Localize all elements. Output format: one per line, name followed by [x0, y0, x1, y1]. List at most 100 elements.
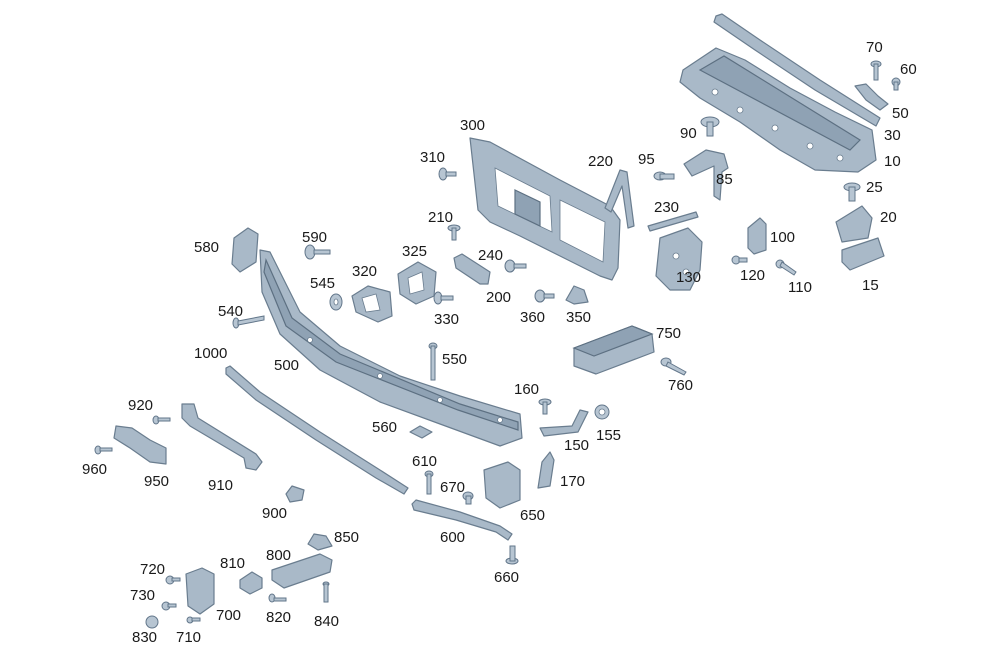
bolt-part-840 [322, 581, 330, 603]
callout-120: 120 [740, 267, 765, 284]
callout-130: 130 [676, 269, 701, 286]
callout-90: 90 [680, 125, 697, 142]
clip-part-560 [409, 425, 433, 439]
callout-545: 545 [310, 275, 335, 292]
callout-750: 750 [656, 325, 681, 342]
bolt-part-60 [891, 77, 901, 91]
callout-85: 85 [716, 171, 733, 188]
callout-580: 580 [194, 239, 219, 256]
callout-1000: 1000 [194, 345, 227, 362]
callout-50: 50 [892, 105, 909, 122]
callout-800: 800 [266, 547, 291, 564]
bolt-part-330 [433, 291, 454, 305]
bolt-part-550 [428, 342, 438, 381]
callout-155: 155 [596, 427, 621, 444]
bolt-part-730 [161, 601, 177, 611]
callout-110: 110 [788, 279, 812, 296]
bolt-part-920 [152, 415, 171, 425]
callout-230: 230 [654, 199, 679, 216]
bolt-part-95 [653, 171, 675, 181]
bolt-part-820 [268, 593, 287, 603]
bolt-part-610 [424, 470, 434, 495]
callout-670: 670 [440, 479, 465, 496]
callout-210: 210 [428, 209, 453, 226]
callout-850: 850 [334, 529, 359, 546]
callout-360: 360 [520, 309, 545, 326]
clip-part-850 [307, 533, 333, 551]
bolt-part-360 [534, 289, 555, 303]
bolt-part-540 [232, 315, 265, 329]
bracket-part-20 [835, 205, 873, 243]
bolt-part-90 [700, 116, 720, 137]
nut-part-830 [145, 615, 159, 629]
callout-30: 30 [884, 127, 901, 144]
callout-730: 730 [130, 587, 155, 604]
clip-part-50 [854, 83, 889, 111]
bracket-part-100 [747, 217, 767, 255]
callout-60: 60 [900, 61, 917, 78]
rail-part-800 [271, 553, 333, 589]
callout-25: 25 [866, 179, 883, 196]
radiator-support-part-300 [469, 137, 621, 281]
bracket-part-170 [537, 451, 555, 489]
bolt-part-760 [660, 357, 687, 376]
strut-part-230 [647, 211, 699, 232]
callout-15: 15 [862, 277, 879, 294]
callout-350: 350 [566, 309, 591, 326]
callout-820: 820 [266, 609, 291, 626]
bolt-part-210 [447, 224, 461, 241]
callout-600: 600 [440, 529, 465, 546]
bracket-part-580 [231, 227, 259, 273]
bolt-part-960 [94, 445, 113, 455]
bracket-part-150 [539, 409, 589, 437]
crossmember-part-10 [679, 47, 877, 173]
callout-220: 220 [588, 153, 613, 170]
lower-strip-part-600 [411, 499, 513, 541]
callout-240: 240 [478, 247, 503, 264]
callout-810: 810 [220, 555, 245, 572]
nut-part-120 [731, 255, 748, 265]
spacer-part-545 [329, 293, 343, 311]
bolt-part-310 [438, 167, 457, 181]
callout-840: 840 [314, 613, 339, 630]
callout-900: 900 [262, 505, 287, 522]
bracket-part-320 [351, 285, 393, 323]
callout-95: 95 [638, 151, 655, 168]
callout-560: 560 [372, 419, 397, 436]
grommet-part-155 [594, 404, 610, 420]
callout-590: 590 [302, 229, 327, 246]
bracket-part-650 [483, 461, 521, 509]
bracket-part-15 [841, 237, 885, 271]
callout-710: 710 [176, 629, 201, 646]
callout-320: 320 [352, 263, 377, 280]
callout-10: 10 [884, 153, 901, 170]
bolt-part-720 [165, 575, 181, 585]
callout-330: 330 [434, 311, 459, 328]
callout-300: 300 [460, 117, 485, 134]
callout-950: 950 [144, 473, 169, 490]
bracket-part-85 [683, 149, 729, 201]
callout-540: 540 [218, 303, 243, 320]
bracket-part-325 [397, 261, 437, 305]
clip-part-900 [285, 485, 305, 503]
callout-70: 70 [866, 39, 883, 56]
callout-650: 650 [520, 507, 545, 524]
callout-20: 20 [880, 209, 897, 226]
bolt-part-660 [505, 545, 519, 565]
callout-310: 310 [420, 149, 445, 166]
callout-550: 550 [442, 351, 467, 368]
bumper-beam-part-500 [259, 249, 523, 447]
bolt-part-240 [504, 259, 527, 273]
module-part-750 [572, 325, 655, 375]
callout-500: 500 [274, 357, 299, 374]
bolt-part-70 [870, 60, 882, 81]
bolt-part-110 [775, 259, 797, 276]
bracket-part-810 [239, 571, 263, 595]
bracket-part-350 [565, 285, 589, 305]
plate-part-700 [185, 567, 215, 615]
callout-830: 830 [132, 629, 157, 646]
bolt-part-670 [462, 491, 474, 505]
callout-160: 160 [514, 381, 539, 398]
callout-720: 720 [140, 561, 165, 578]
callout-610: 610 [412, 453, 437, 470]
